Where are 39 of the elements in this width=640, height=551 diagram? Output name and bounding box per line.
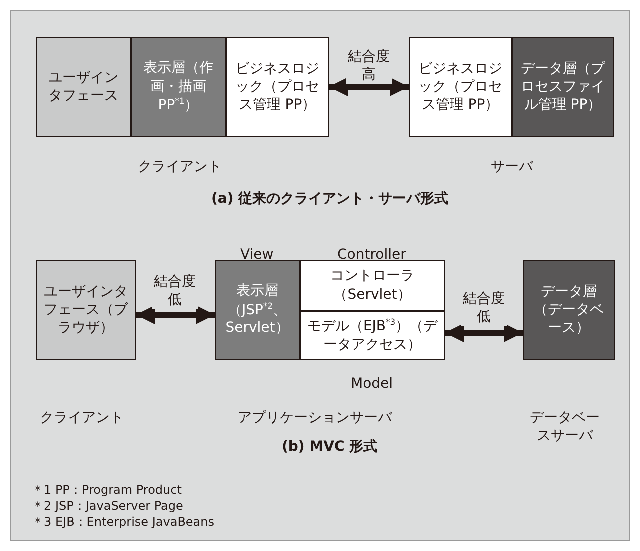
box-label: 表示層（JSP$^{*2}$、Servlet） <box>224 282 290 338</box>
layer-box <box>36 37 131 137</box>
group-label: アプリケーションサーバ <box>238 409 392 427</box>
box-label: データ層（データベース） <box>533 282 605 338</box>
layer-box <box>523 260 615 360</box>
layer-role-label: Model <box>351 376 394 392</box>
footnote: ＊1 PP：Program Product <box>32 482 182 499</box>
double-arrow <box>329 77 409 97</box>
box-label: ユーザインタフェース（ブラウザ） <box>43 282 130 338</box>
group-label: クライアント <box>40 409 124 427</box>
layer-box <box>300 260 445 311</box>
layer-box <box>215 260 300 360</box>
figure-caption: (a) 従来のクライアント・サーバ形式 <box>212 190 449 208</box>
edge-label: 結合度低 <box>461 290 507 326</box>
double-arrow <box>136 305 215 325</box>
group-label: サーバ <box>491 158 533 176</box>
box-label: ユーザインタフェース <box>48 68 120 106</box>
layer-box <box>36 260 136 360</box>
box-label: ビジネスロジック（プロセス管理 PP） <box>234 60 320 114</box>
group-label: データベースサーバ <box>529 409 601 445</box>
double-arrow <box>445 323 523 343</box>
layer-box <box>300 311 445 360</box>
layer-box <box>131 37 226 137</box>
footnote: ＊2 JSP：JavaServer Page <box>32 498 184 515</box>
figure-caption: (b) MVC 形式 <box>282 438 378 456</box>
edge-label: 結合度高 <box>346 48 392 84</box>
layer-role-label: View <box>240 247 274 263</box>
footnote: ＊3 EJB：Enterprise JavaBeans <box>32 514 215 531</box>
edge-label: 結合度低 <box>152 273 198 310</box>
box-label: データ層（プロセスファイル管理 PP） <box>520 60 606 114</box>
layer-role-label: Controller <box>338 247 406 263</box>
layer-box <box>409 37 512 137</box>
box-label: 表示層（作画・描画 PP$^{*1}$） <box>142 59 214 115</box>
box-label: コントローラ（Servlet） <box>330 267 416 304</box>
box-label: ビジネスロジック（プロセス管理 PP） <box>418 60 504 114</box>
group-label: クライアント <box>138 158 222 176</box>
layer-box <box>512 37 614 137</box>
layer-box <box>226 37 329 137</box>
box-label: モデル（EJB$^{*3}$）（データアクセス） <box>306 316 439 354</box>
